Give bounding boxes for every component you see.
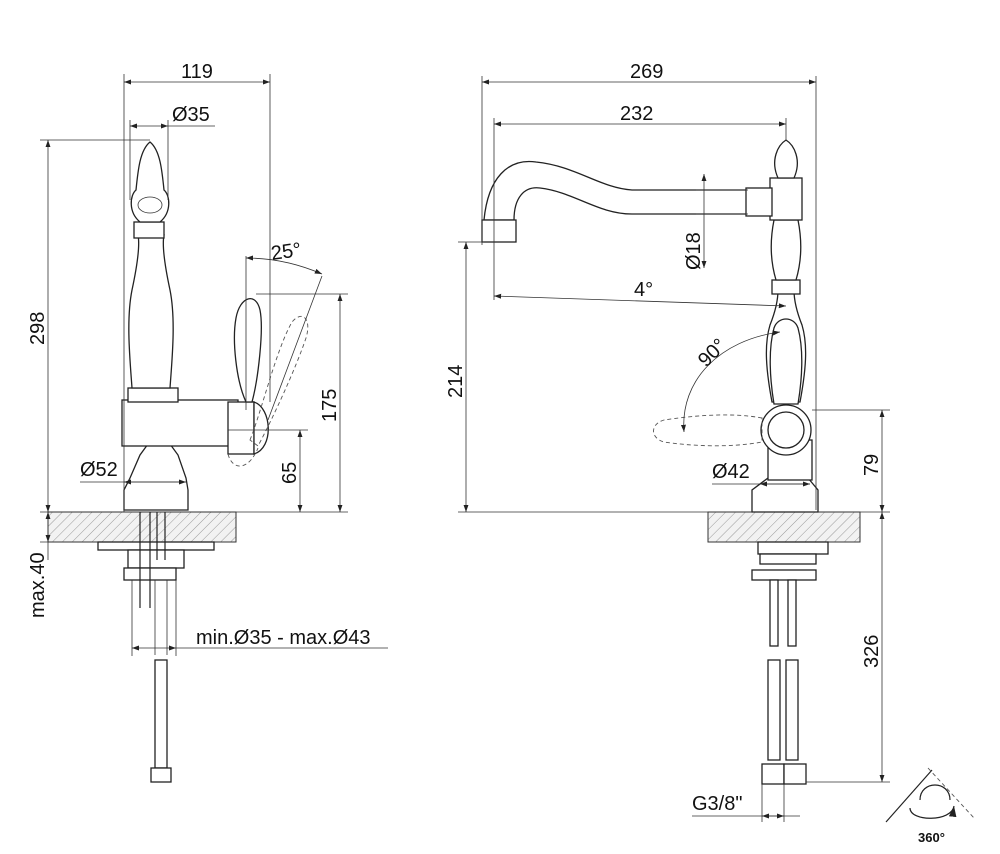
dim-base-dia-right: Ø42 [712, 461, 750, 483]
supply-pipe-b [787, 579, 797, 647]
swivel-icon: 360° [885, 767, 975, 845]
dim-lever-rotation: 90° [694, 335, 731, 372]
dim-left-width: 119 [181, 61, 213, 83]
dim-handle-dia: Ø35 [172, 104, 210, 126]
lever-tilted [249, 316, 309, 447]
dim-body-height: 65 [279, 462, 301, 484]
front-view: 269 232 Ø18 4° 214 90° Ø42 79 326 [445, 61, 975, 845]
dim-lever-axis-height: 79 [861, 454, 883, 476]
countertop-left [47, 511, 237, 543]
dim-spout-reach: 269 [630, 61, 663, 83]
faucet-body-left [123, 443, 189, 511]
hose-left [154, 659, 168, 769]
dim-spout-dia: Ø18 [683, 232, 705, 270]
dim-lever-angle: 25° [270, 239, 303, 265]
dim-base-dia: Ø52 [80, 459, 118, 481]
dim-hose-length: 326 [861, 635, 883, 668]
mount-plate-left [97, 541, 215, 551]
dim-thread: G3/8" [692, 793, 742, 815]
mount-shank-left [127, 549, 185, 569]
supply-pipe-a [769, 579, 779, 647]
lever-vertical [769, 318, 803, 405]
dim-lever-height: 175 [319, 389, 341, 422]
lever-upright [233, 298, 262, 403]
spout [483, 160, 749, 221]
faucet-body-right [751, 477, 819, 513]
dim-spout-tilt: 4° [634, 279, 653, 301]
svg-text:360°: 360° [918, 830, 945, 845]
dim-spout-length: 232 [620, 103, 653, 125]
dim-hole-dia: min.Ø35 - max.Ø43 [196, 627, 371, 649]
dim-left-height: 298 [27, 312, 49, 345]
dim-deck-thickness: max.40 [27, 552, 49, 618]
dim-spout-height: 214 [445, 365, 467, 398]
side-view: 119 Ø35 298 25° 175 65 Ø52 max.40 [27, 61, 388, 783]
countertop-right [707, 511, 861, 543]
lever-horizontal [653, 414, 763, 447]
